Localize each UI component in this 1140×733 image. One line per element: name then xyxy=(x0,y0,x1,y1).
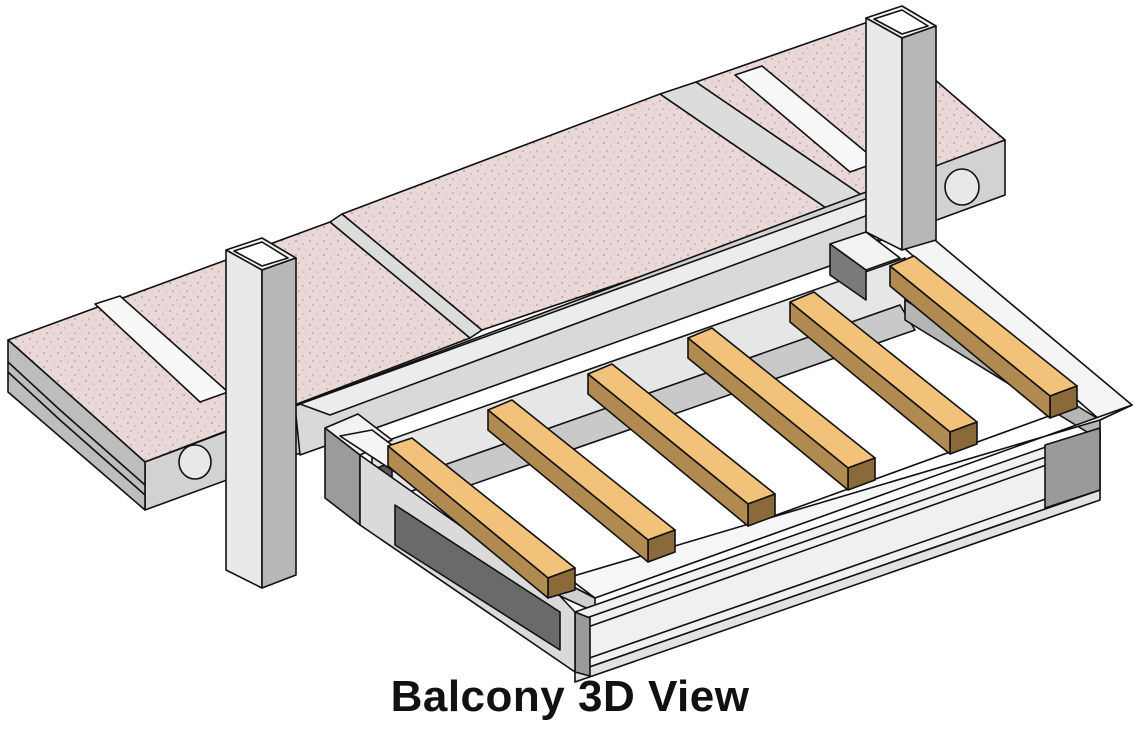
timber-joist xyxy=(387,437,576,599)
timber-joist xyxy=(889,255,1078,419)
frame-left-rail-dark xyxy=(394,504,561,651)
timber-joist xyxy=(687,327,876,491)
steel-column-right xyxy=(865,5,937,251)
core-hole-icon xyxy=(944,168,980,206)
core-hole-icon xyxy=(178,444,212,480)
frame-front-bottom-flange xyxy=(574,489,1101,683)
frame-right-end-face xyxy=(829,243,867,301)
diagram-caption: Balcony 3D View xyxy=(390,672,750,721)
frame-right-post xyxy=(1044,427,1101,509)
timber-joist xyxy=(487,399,676,563)
timber-joist xyxy=(587,363,776,527)
timber-joist xyxy=(789,291,978,455)
frame-front-beam-end xyxy=(574,611,591,677)
steel-column-left xyxy=(225,237,297,589)
timber-joists xyxy=(387,255,1078,599)
